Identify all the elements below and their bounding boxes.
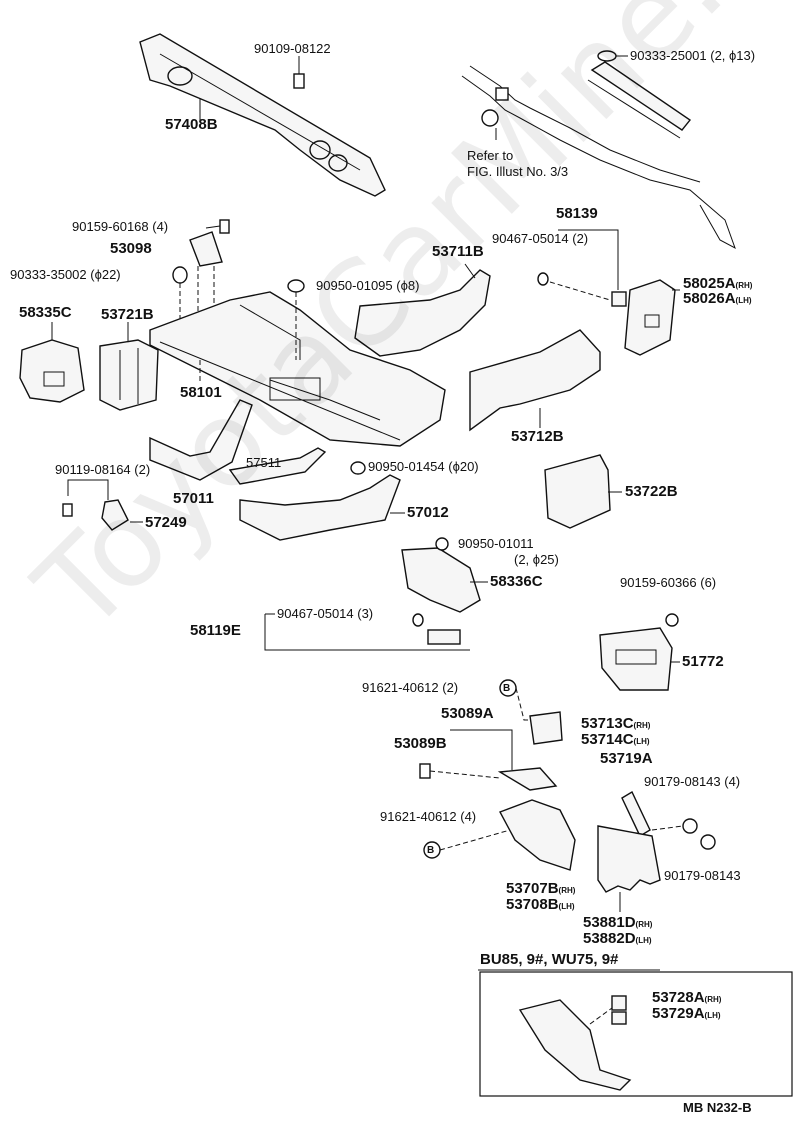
circle-b-1: B: [503, 683, 511, 694]
label-90467-05014-2: 90467-05014 (2): [492, 231, 589, 246]
part-53089: [419, 729, 558, 791]
label-90119-08164: 90119-08164 (2): [55, 462, 151, 477]
part-57511: [228, 447, 327, 485]
part-53707B: [423, 799, 576, 871]
label-58335C: 58335C: [19, 304, 72, 321]
part-53721B: [99, 339, 159, 411]
label-58139: 58139: [556, 205, 598, 222]
plug-90333-35002: [172, 266, 188, 330]
part-53719A: [621, 791, 716, 850]
part-53728A: [518, 995, 632, 1091]
label-58025A: 58025A(RH): [683, 275, 753, 292]
part-58025A: [624, 279, 676, 356]
label-90950-01095: 90950-01095 (ϕ8): [316, 278, 420, 293]
label-53719A: 53719A: [600, 750, 653, 767]
label-91621-40612-2: 91621-40612 (2): [362, 680, 459, 695]
label-57511: 57511: [246, 455, 282, 470]
label-53721B: 53721B: [101, 306, 154, 323]
part-58119E: [264, 613, 470, 651]
part-53098-plate: [189, 219, 230, 350]
part-57012: [239, 461, 401, 541]
part-53711B: [354, 269, 491, 357]
label-90109-08122: 90109-08122: [254, 41, 331, 56]
label-90159-60366: 90159-60366 (6): [620, 575, 717, 590]
grommet-90950-01095: [287, 279, 305, 360]
label-53712B: 53712B: [511, 428, 564, 445]
part-58101-floor: [149, 291, 446, 447]
part-53713C: [499, 679, 563, 745]
label-53729A: 53729A(LH): [652, 1005, 721, 1022]
label-90467-05014-3: 90467-05014 (3): [277, 606, 374, 621]
part-53722B: [544, 454, 611, 529]
label-90950-01011: 90950-01011: [458, 536, 534, 551]
label-90179-08143-4: 90179-08143 (4): [644, 774, 741, 789]
label-90333-35002: 90333-35002 (ϕ22): [10, 267, 121, 282]
bolt-90109-08122: [293, 56, 305, 89]
label-90950-01454: 90950-01454 (ϕ20): [368, 459, 479, 474]
circle-b-2: B: [427, 845, 435, 856]
label-58026A: 58026A(LH): [683, 290, 752, 307]
part-51772: [599, 613, 679, 691]
label-91621-40612-4: 91621-40612 (4): [380, 809, 477, 824]
label-53098: 53098: [110, 240, 152, 257]
leader-53711B: [464, 263, 476, 279]
pipe-assembly: [461, 65, 736, 250]
variant-heading: BU85, 9#, WU75, 9#: [480, 951, 619, 968]
label-57011: 57011: [173, 490, 214, 507]
label-51772: 51772: [682, 653, 724, 670]
label-53713C: 53713C(RH): [581, 715, 651, 732]
part-90333-25001-panel: [587, 50, 692, 139]
part-53712B: [469, 329, 601, 432]
label-58336C: 58336C: [490, 573, 543, 590]
part-58336C: [401, 537, 481, 613]
label-90333-25001: 90333-25001 (2, ϕ13): [630, 48, 756, 63]
part-57011: [149, 399, 253, 481]
label-53089B: 53089B: [394, 735, 447, 752]
refer-note-line2: FIG. Illust No. 3/3: [467, 164, 569, 179]
label-53711B: 53711B: [432, 243, 484, 260]
variant-box: [479, 971, 793, 1097]
part-57408B: [139, 33, 386, 197]
refer-note-line1: Refer to: [467, 148, 514, 163]
label-58101: 58101: [180, 384, 222, 401]
part-58139: [537, 229, 627, 307]
label-90950-01011-qty: (2, ϕ25): [514, 552, 559, 567]
label-53707B: 53707B(RH): [506, 880, 576, 897]
label-57408B: 57408B: [165, 116, 218, 133]
label-90179-08143: 90179-08143: [664, 868, 741, 883]
label-53722B: 53722B: [625, 483, 678, 500]
label-58119E: 58119E: [190, 622, 241, 639]
part-57249: [62, 479, 129, 531]
footer-code: MB N232-B: [683, 1100, 752, 1115]
label-53881D: 53881D(RH): [583, 914, 653, 931]
label-53714C: 53714C(LH): [581, 731, 650, 748]
label-53089A: 53089A: [441, 705, 494, 722]
part-53881D: [597, 825, 661, 893]
label-53728A: 53728A(RH): [652, 989, 722, 1006]
label-57249: 57249: [145, 514, 187, 531]
label-90159-60168: 90159-60168 (4): [72, 219, 169, 234]
part-58335C: [19, 339, 85, 403]
label-57012: 57012: [407, 504, 449, 521]
label-53882D: 53882D(LH): [583, 930, 652, 947]
label-53708B: 53708B(LH): [506, 896, 575, 913]
